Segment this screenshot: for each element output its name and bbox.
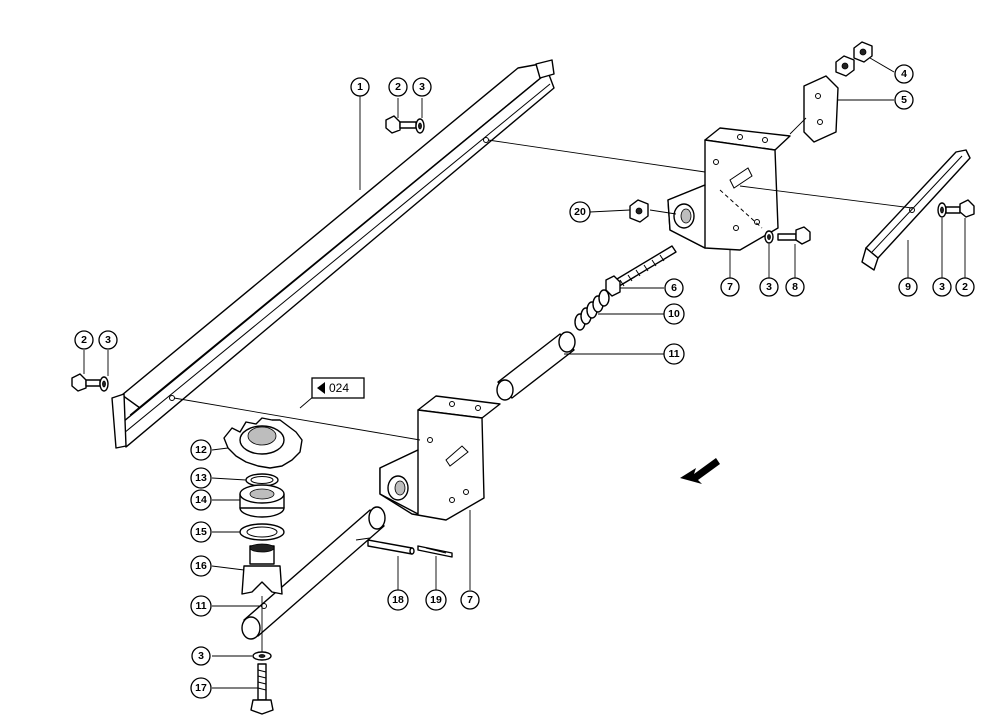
nuts-part-4 [835, 41, 873, 77]
upper-bracket-part-7 [667, 127, 791, 251]
svg-text:4: 4 [901, 68, 907, 80]
callout-13: 13 [190, 467, 212, 489]
tube-part-11-upper [496, 331, 576, 401]
svg-text:20: 20 [574, 206, 586, 218]
washer-lower [252, 651, 272, 661]
plate-part-5 [803, 75, 839, 143]
pin-part-19 [417, 545, 453, 558]
svg-text:17: 17 [195, 682, 207, 694]
lower-bracket-part-7 [379, 395, 501, 521]
callout-17: 17 [190, 677, 212, 699]
callout-10: 10 [663, 303, 685, 325]
svg-text:15: 15 [195, 526, 207, 538]
svg-text:9: 9 [905, 281, 911, 293]
svg-text:1: 1 [357, 81, 363, 93]
callout-6: 6 [664, 278, 684, 298]
reference-tag-text: 024 [329, 381, 349, 395]
svg-text:7: 7 [467, 594, 473, 606]
svg-text:2: 2 [81, 334, 87, 346]
callout-15: 15 [190, 521, 212, 543]
svg-text:14: 14 [195, 494, 207, 506]
svg-text:7: 7 [727, 281, 733, 293]
assembly-lines [173, 117, 913, 652]
hub-part-16 [241, 543, 283, 595]
callout-3-top: 3 [412, 77, 432, 97]
reference-tag: 024 [311, 377, 365, 399]
svg-text:2: 2 [395, 81, 401, 93]
callout-20: 20 [569, 201, 591, 223]
callout-2-top: 2 [388, 77, 408, 97]
svg-text:2: 2 [962, 281, 968, 293]
svg-text:12: 12 [195, 444, 207, 456]
svg-text:8: 8 [792, 281, 798, 293]
svg-text:5: 5 [901, 94, 907, 106]
spring-part-10 [574, 289, 610, 331]
svg-text:11: 11 [668, 348, 679, 360]
callout-2-left: 2 [74, 330, 94, 350]
callout-7-upper: 7 [720, 277, 740, 297]
angle-part-9 [861, 149, 971, 271]
svg-text:3: 3 [419, 81, 425, 93]
svg-text:18: 18 [392, 594, 404, 606]
svg-text:3: 3 [198, 650, 204, 662]
callout-14: 14 [190, 489, 212, 511]
bolt-washer-top [385, 115, 425, 134]
callout-4: 4 [894, 64, 914, 84]
pin-part-18 [367, 539, 415, 555]
callout-3-mid: 3 [759, 277, 779, 297]
bolt-part-8 [764, 226, 811, 245]
circlip-part-13 [245, 473, 279, 487]
bolt-washer-right [937, 199, 975, 218]
callout-11-lower: 11 [190, 595, 212, 617]
svg-text:3: 3 [766, 281, 772, 293]
bearing-part-14 [239, 484, 285, 518]
svg-text:10: 10 [668, 308, 680, 320]
svg-text:11: 11 [195, 600, 206, 612]
rail-part-1 [111, 59, 555, 449]
callout-7-lower: 7 [460, 590, 480, 610]
svg-text:6: 6 [671, 282, 677, 294]
svg-text:13: 13 [195, 472, 207, 484]
nut-part-20 [629, 199, 649, 223]
callout-2-right: 2 [955, 277, 975, 297]
callout-11-upper: 11 [663, 343, 685, 365]
svg-text:3: 3 [105, 334, 111, 346]
svg-text:3: 3 [939, 281, 945, 293]
bolt-washer-left [71, 373, 109, 392]
callout-8: 8 [785, 277, 805, 297]
bolt-part-17 [250, 663, 274, 715]
callout-1: 1 [350, 77, 370, 97]
callout-5: 5 [894, 90, 914, 110]
callout-19: 19 [425, 589, 447, 611]
circlip-part-15 [239, 523, 285, 541]
leader-lines [83, 57, 966, 689]
callout-3-lower: 3 [191, 646, 211, 666]
callout-3-left: 3 [98, 330, 118, 350]
callout-12: 12 [190, 439, 212, 461]
left-triangle-icon [317, 382, 325, 394]
callout-3-right: 3 [932, 277, 952, 297]
svg-text:19: 19 [430, 594, 442, 606]
callout-18: 18 [387, 589, 409, 611]
callout-9: 9 [898, 277, 918, 297]
direction-arrow [680, 458, 720, 484]
svg-text:16: 16 [195, 560, 207, 572]
sprocket-part-12 [223, 417, 303, 469]
callout-16: 16 [190, 555, 212, 577]
bolt-part-6 [605, 245, 677, 297]
